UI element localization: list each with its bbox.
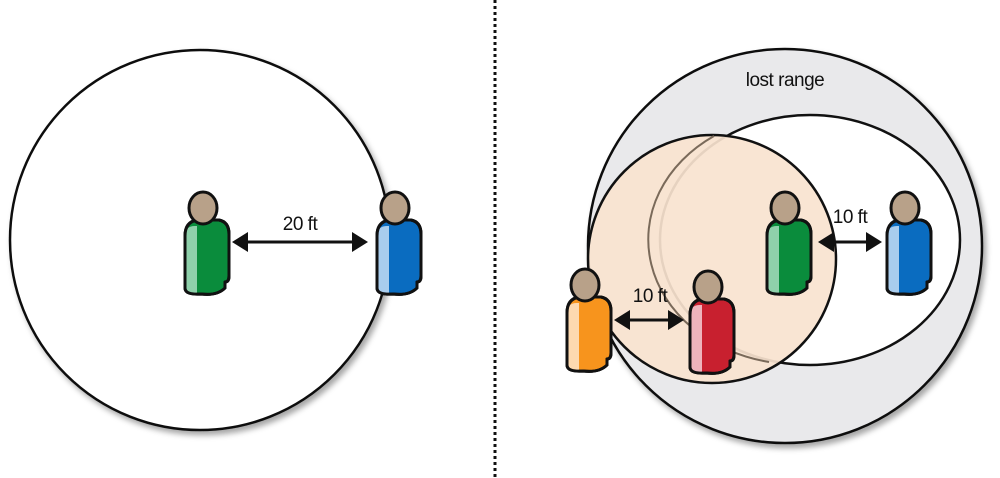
orange-person-icon — [565, 267, 613, 373]
blue-person-icon — [885, 190, 933, 296]
distance-arrow-right — [818, 232, 882, 252]
distance-arrow — [232, 232, 368, 252]
distance-label-right: 10 ft — [833, 207, 869, 228]
green-person-icon — [183, 190, 231, 296]
red-person-icon — [688, 269, 736, 375]
blue-person-icon — [375, 190, 423, 296]
distance-arrow-left — [614, 310, 684, 330]
distance-label-left: 10 ft — [633, 286, 669, 307]
right-panel: lost range — [565, 47, 984, 445]
lost-range-label: lost range — [746, 70, 824, 91]
green-person-icon — [765, 190, 813, 296]
distance-label: 20 ft — [283, 214, 319, 235]
left-panel: 20 ft — [8, 48, 423, 432]
